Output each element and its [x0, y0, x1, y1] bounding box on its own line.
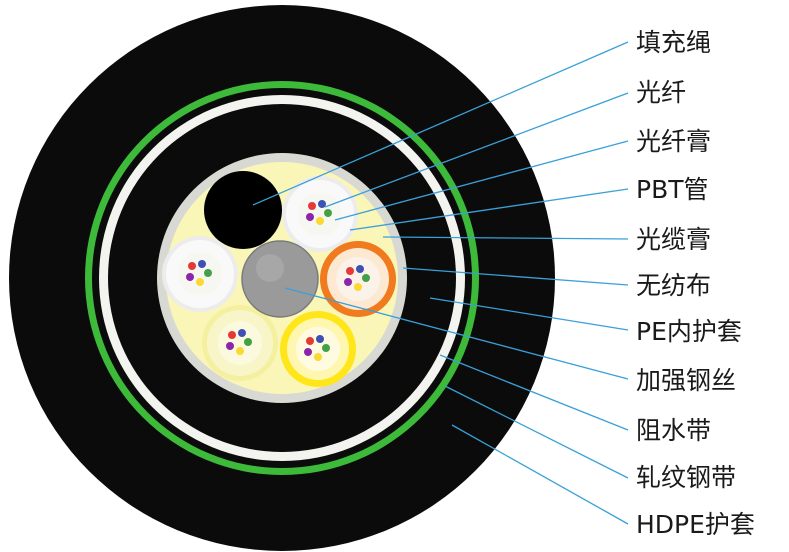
label-pe-inner-sheath: PE内护套 [636, 317, 742, 346]
fibers-tube-1 [306, 200, 332, 225]
label-filler-rope: 填充绳 [636, 28, 712, 57]
leader-line-water-block-tape [439, 354, 629, 431]
leader-line-cable-gel [382, 236, 629, 240]
leader-line-pe-inner-sheath [429, 297, 629, 331]
leader-line-nonwoven [402, 267, 629, 286]
fibers-tube-2 [186, 260, 212, 286]
label-corrugated-tape: 轧纹钢带 [636, 463, 737, 492]
leader-line-pbt-tube [349, 188, 629, 231]
central-strength-member [241, 240, 319, 318]
pbt-tube-white-left [162, 236, 238, 312]
label-pbt-tube: PBT管 [636, 175, 709, 204]
label-hdpe-sheath: HDPE护套 [636, 510, 755, 539]
label-fiber-gel: 光纤膏 [636, 127, 712, 156]
fibers-tube-5 [304, 335, 330, 361]
leader-lines [252, 41, 629, 525]
fibers-tube-4 [226, 329, 252, 355]
leader-line-fiber [324, 92, 629, 208]
pbt-tube-yellow-lower-right [280, 311, 356, 387]
filler-rope [204, 171, 282, 249]
leader-line-hdpe-sheath [451, 424, 629, 525]
label-water-block-tape: 阻水带 [636, 416, 712, 445]
leader-line-fiber-gel [334, 140, 629, 221]
label-nonwoven-fabric: 无纺布 [636, 271, 712, 300]
label-steel-wire: 加强钢丝 [636, 366, 737, 395]
leader-line-corrugated-tape [444, 385, 629, 479]
leader-line-filler-rope [252, 41, 629, 206]
leader-line-strength-member [284, 287, 629, 380]
pbt-tube-white-upper-right [282, 176, 358, 252]
pbt-tube-orange-right [320, 241, 396, 317]
label-fiber: 光纤 [636, 78, 687, 107]
label-cable-gel: 光缆膏 [636, 225, 712, 254]
pbt-tube-light-yellow-lower-left [202, 305, 278, 381]
fibers-tube-3 [344, 265, 370, 291]
